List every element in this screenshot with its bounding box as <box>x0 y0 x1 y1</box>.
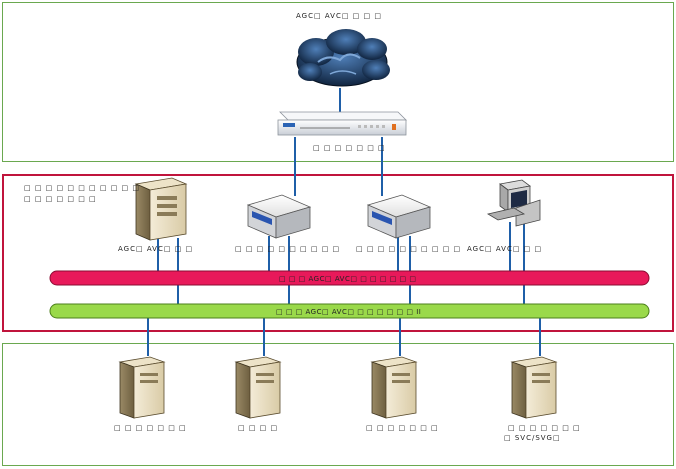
bottom-server-3-icon <box>370 356 418 419</box>
network-box-1-label: □ □ □ □ □ □ □ □ □ □ <box>235 245 341 253</box>
top-zone <box>2 2 674 162</box>
agc-avc-server-icon <box>134 177 188 241</box>
agc-avc-server-label: AGC□ AVC□ □ □ <box>118 245 194 253</box>
middle-zone-title-line1: □ □ □ □ □ □ □ □ □ □ □ <box>24 184 141 192</box>
bottom-server-4-label-line2: □ SVC/SVG□ <box>504 434 561 442</box>
network-box-2-icon <box>366 194 432 239</box>
bottom-server-1-icon <box>118 356 166 419</box>
bottom-server-2-icon <box>234 356 282 419</box>
gateway-device-icon <box>277 111 407 136</box>
bottom-server-4-label-line1: □ □ □ □ □ □ □ <box>508 424 581 432</box>
bottom-server-1-label: □ □ □ □ □ □ □ <box>114 424 187 432</box>
top-zone-title: AGC□ AVC□ □ □ □ <box>296 12 382 20</box>
gateway-label: □ □ □ □ □ □ □ <box>313 144 386 152</box>
network-box-1-icon <box>246 194 312 239</box>
bottom-server-4-icon <box>510 356 558 419</box>
middle-zone-title-line2: □ □ □ □ □ □ □ <box>24 195 97 203</box>
bottom-server-2-label: □ □ □ □ <box>238 424 279 432</box>
network-box-2-label: □ □ □ □ □ □ □ □ □ □ <box>356 245 462 253</box>
cloud-icon <box>296 29 390 87</box>
bus-green: □ □ □ AGC□ AVC□ □ □ □ □ □ □ II <box>49 303 650 319</box>
middle-zone <box>2 174 674 332</box>
workstation-icon <box>486 179 541 227</box>
bus-green-label: □ □ □ AGC□ AVC□ □ □ □ □ □ □ II <box>276 308 421 316</box>
bottom-server-3-label: □ □ □ □ □ □ □ <box>366 424 439 432</box>
bus-red: □ □ □ AGC□ AVC□ □ □ □ □ □ □ <box>49 270 650 286</box>
bottom-zone <box>2 343 674 466</box>
workstation-label: AGC□ AVC□ □ □ <box>467 245 543 253</box>
bus-red-label: □ □ □ AGC□ AVC□ □ □ □ □ □ □ <box>279 275 417 283</box>
